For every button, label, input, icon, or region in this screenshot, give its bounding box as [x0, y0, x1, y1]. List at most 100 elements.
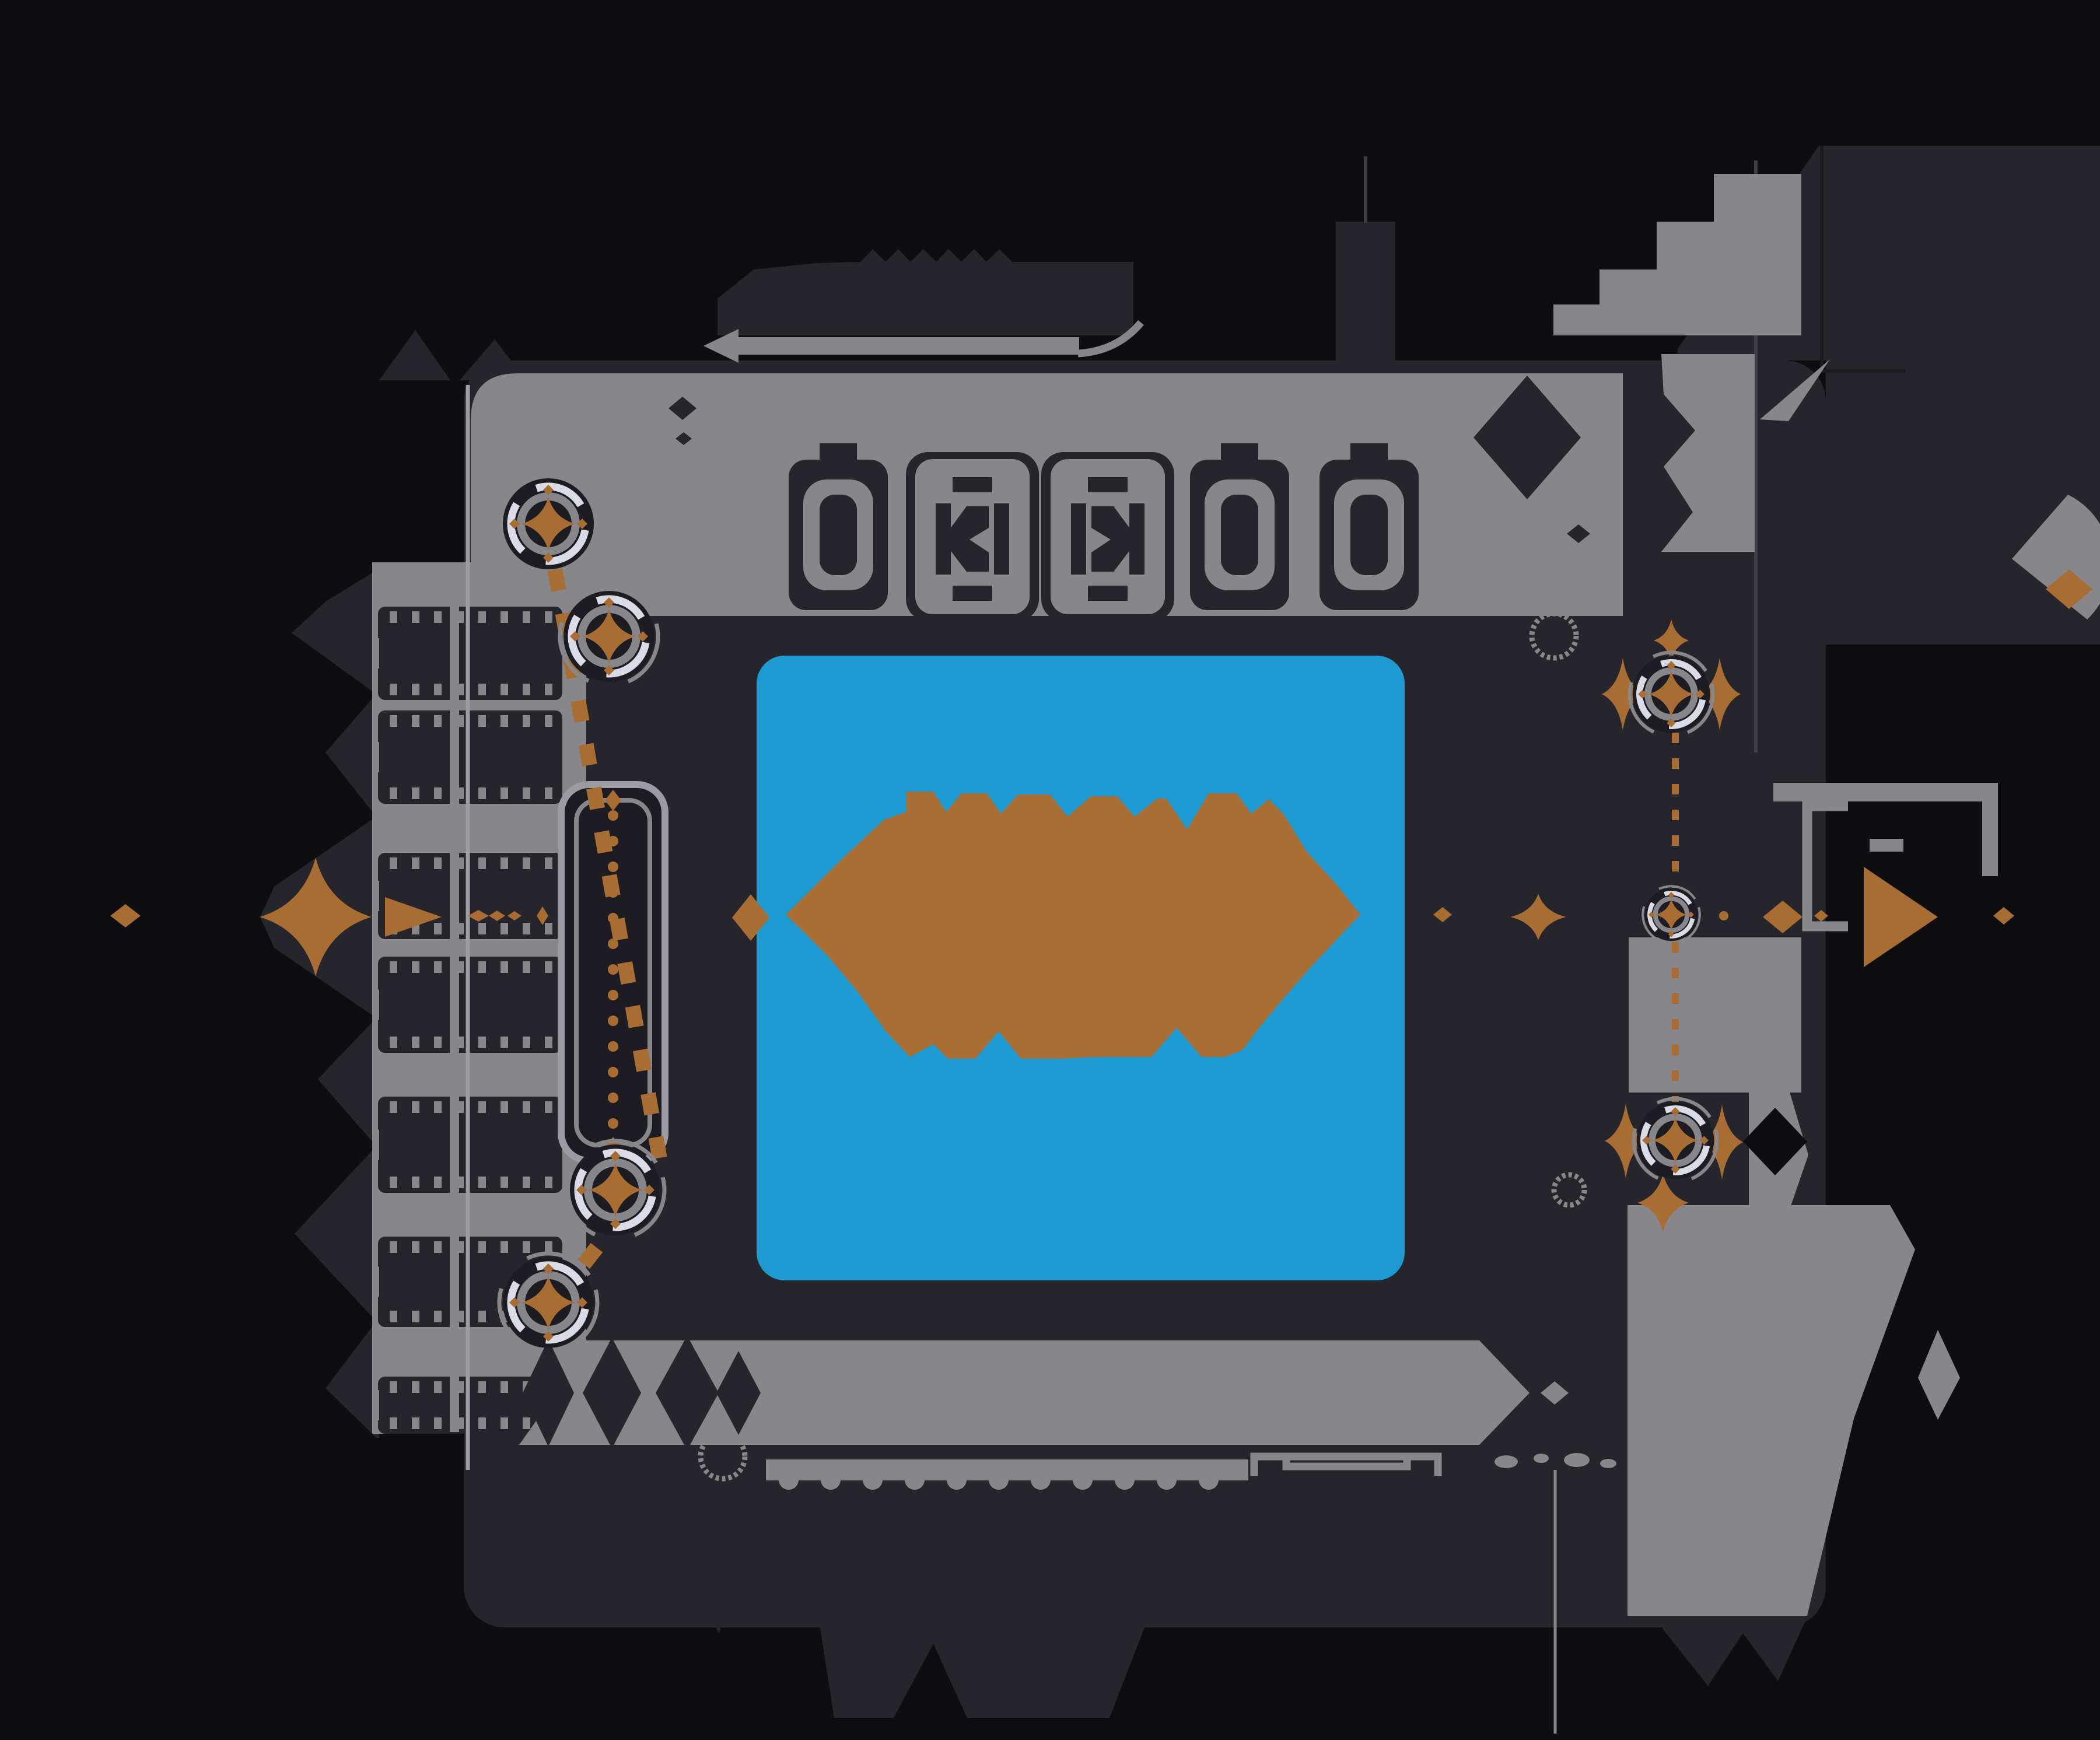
bottomband-diamond-3 [656, 1336, 719, 1450]
connector-pin [523, 611, 530, 623]
petal-g-right [1701, 1105, 1743, 1179]
via-ring-top [702, 456, 752, 506]
dim-dash-2 [489, 911, 505, 921]
connector-pin [478, 1381, 486, 1393]
mounting-hole-top-left-1-node [543, 552, 554, 563]
dim-diamond-r3 [1763, 901, 1803, 933]
mounting-hole-bottom-left-2-node [577, 1297, 587, 1308]
connector-pin [412, 1177, 419, 1188]
capacitor-core [1350, 495, 1388, 575]
connector-pin [478, 787, 486, 799]
connector-pin [412, 1241, 419, 1253]
mounting-hole-right-top-node [1695, 689, 1704, 699]
connector-pin [501, 961, 508, 973]
mounting-hole-right-top-outer-arc [1628, 650, 1715, 738]
mounting-hole-bottom-left-1-center-diamond [589, 1163, 642, 1217]
mounting-hole-right-top-white-arc [1636, 659, 1706, 729]
dim-dash-3 [508, 911, 522, 920]
scallop-bump [905, 1470, 925, 1490]
connector-latch [372, 1129, 379, 1160]
pin-dot [608, 1041, 618, 1052]
connector-pin [523, 715, 530, 727]
connector-pin [478, 923, 486, 934]
top-plateau-sawtooth [718, 249, 1133, 335]
right-wing-stub [1982, 801, 1998, 876]
connector-pin [545, 715, 552, 727]
connector-pin [523, 1037, 530, 1048]
connector-pin [390, 1311, 397, 1322]
connector-pin [434, 1381, 442, 1393]
connector-pin [501, 1177, 508, 1188]
solder-blob-3 [1564, 1453, 1590, 1467]
connector-pin [523, 923, 530, 934]
bottom-right-spikes [1662, 1617, 1807, 1686]
above-board-steps [1553, 174, 1801, 335]
connector-pin [478, 857, 486, 869]
connector-pin [501, 857, 508, 869]
right-strip-bowtie [1661, 354, 1755, 552]
connector-latch [372, 1266, 379, 1297]
mounting-hole-bottom-left-2-node [509, 1297, 520, 1308]
connector-pin [412, 1101, 419, 1113]
connector-pin [523, 1417, 530, 1429]
chip-annotation-glyph-blob [786, 792, 1360, 1059]
scallop-bump [821, 1470, 841, 1490]
connector-pin [501, 611, 508, 623]
solder-blob-2 [1534, 1454, 1549, 1463]
mounting-hole-bottom-left-2-outer-arc [497, 1251, 600, 1354]
connector-pin [434, 1177, 442, 1188]
staple-bracket [1250, 1452, 1442, 1476]
connector-pin [434, 611, 442, 623]
floating-diamond-2 [676, 432, 692, 445]
dim-diamond-predie [732, 894, 769, 941]
mounting-hole-top-left-1-outer-arc [497, 472, 600, 575]
scallop-bump [1157, 1470, 1177, 1490]
connector-pin [501, 1417, 508, 1429]
connector-pin [478, 684, 486, 695]
capacitor-tab-top [1350, 443, 1388, 461]
right-wing-bar [1773, 783, 1998, 801]
connector-pin [434, 787, 442, 799]
connector-pin [501, 923, 508, 934]
capacitor-pad-left [1071, 503, 1086, 575]
connector-pin [390, 1037, 397, 1048]
connector-pin [523, 684, 530, 695]
connector-pin [501, 1101, 508, 1113]
connector-pin [478, 961, 486, 973]
connector-pin [523, 961, 530, 973]
scallop-bump [1073, 1470, 1093, 1490]
leader-arrowhead [704, 329, 738, 363]
mounting-hole-right-mid-white-arc [1647, 891, 1695, 939]
connector-pin [501, 787, 508, 799]
pin-dot [608, 939, 618, 949]
connector-pin [390, 684, 397, 695]
mounting-hole-top-left-1-white-arc [507, 482, 590, 565]
connector-latch [372, 881, 379, 911]
mounting-hole-bottom-left-1-node [644, 1185, 654, 1195]
connector-pin [501, 715, 508, 727]
connector-pin [545, 923, 552, 934]
mounting-hole-top-left-1-node [543, 485, 554, 495]
mounting-hole-right-bottom-outer-arc [1632, 1097, 1719, 1184]
pin-dot [608, 1118, 618, 1129]
connector-pin [390, 1101, 397, 1113]
connector-pin [390, 1177, 397, 1188]
mounting-hole-right-mid-node [1688, 911, 1694, 918]
mounting-hole-bottom-left-1-node [610, 1219, 621, 1229]
capacitor-tab-top [1088, 477, 1128, 492]
floating-diamond-1 [668, 397, 696, 420]
mounting-hole-bottom-left-1-ring [584, 1158, 647, 1221]
scallop-bump [989, 1470, 1009, 1490]
bottomband-diamond-4 [716, 1351, 761, 1435]
connector-pin [545, 787, 552, 799]
io-connector [378, 710, 562, 804]
capacitor-tab-bottom [820, 590, 857, 608]
connector-pin [501, 1037, 508, 1048]
dim-diamond-top-right [2046, 569, 2092, 609]
mounting-hole-top-left-2-node [638, 631, 648, 642]
pin-dot [608, 1067, 618, 1077]
mounting-hole-bottom-left-2-ring [517, 1271, 580, 1334]
connector-pin [545, 1101, 552, 1113]
pin-dot [608, 810, 618, 821]
mounting-hole-right-top-node [1667, 718, 1676, 727]
